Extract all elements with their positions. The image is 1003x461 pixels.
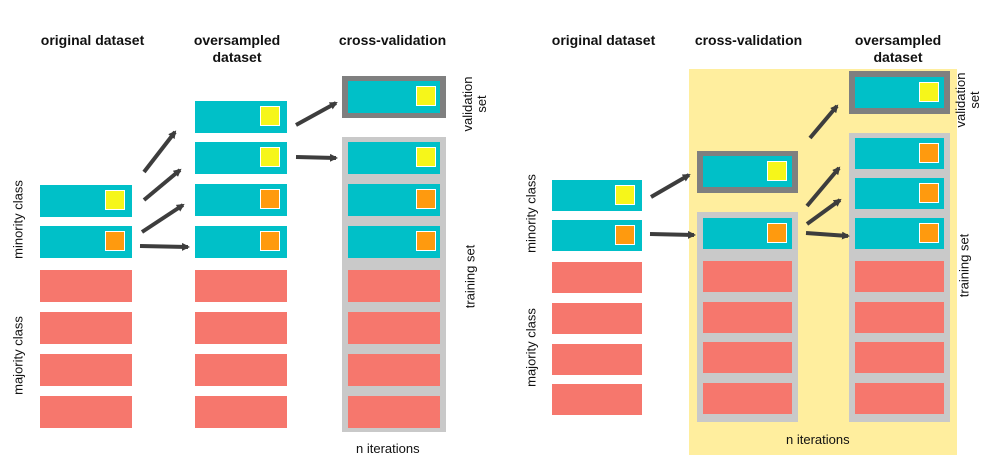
left-oversampled-minority-row-4	[195, 226, 287, 258]
orange-sample-marker	[767, 223, 787, 243]
right-original-minority-row-1	[552, 180, 642, 211]
left-training-majority-row-4	[348, 396, 440, 428]
right-original-majority-row-4	[552, 384, 642, 415]
arrow	[142, 130, 177, 174]
left-original-minority-row-2	[40, 226, 132, 258]
arrow	[805, 231, 850, 240]
right-training-fold-majority-row-3	[703, 342, 792, 373]
arrow	[295, 153, 338, 162]
yellow-sample-marker	[416, 86, 436, 106]
left-training-majority-row-1	[348, 270, 440, 302]
left-oversampled-majority-row-4	[195, 396, 287, 428]
left-original-majority-row-1	[40, 270, 132, 302]
right-validation-oversampled-row	[855, 77, 944, 108]
right-training-majority-row-1	[855, 261, 944, 292]
arrow	[649, 173, 691, 199]
left-oversampled-minority-row-2	[195, 142, 287, 174]
left-oversampled-majority-row-3	[195, 354, 287, 386]
yellow-sample-marker	[260, 147, 280, 167]
right-header-oversampled-dataset: oversampled dataset	[854, 32, 942, 65]
right-original-majority-row-3	[552, 344, 642, 375]
orange-sample-marker	[260, 189, 280, 209]
right-training-majority-row-3	[855, 342, 944, 373]
right-header-cross-validation: cross-validation	[694, 32, 803, 48]
yellow-sample-marker	[919, 82, 939, 102]
right-training-fold-majority-row-1	[703, 261, 792, 292]
arrow	[140, 203, 185, 234]
right-training-majority-row-2	[855, 302, 944, 333]
left-oversampled-minority-row-3	[195, 184, 287, 216]
right-training-fold-minority-row	[703, 218, 792, 249]
yellow-sample-marker	[767, 161, 787, 181]
left-training-majority-row-2	[348, 312, 440, 344]
arrow	[805, 198, 842, 226]
left-training-minority-row-2	[348, 184, 440, 216]
right-header-original-dataset: original dataset	[551, 32, 656, 48]
right-original-majority-row-2	[552, 303, 642, 334]
arrow	[808, 104, 839, 140]
right-n-iterations-label: n iterations	[786, 432, 850, 447]
orange-sample-marker	[105, 231, 125, 251]
left-validation-row	[348, 81, 440, 113]
orange-sample-marker	[416, 189, 436, 209]
left-oversampled-minority-row-1	[195, 101, 287, 133]
right-training-majority-row-4	[855, 383, 944, 414]
right-training-minority-row-2	[855, 178, 944, 209]
left-n-iterations-label: n iterations	[356, 441, 420, 456]
arrow	[139, 242, 190, 251]
arrow	[805, 166, 841, 208]
orange-sample-marker	[260, 231, 280, 251]
arrow	[649, 230, 696, 239]
right-training-minority-row-3	[855, 218, 944, 249]
yellow-sample-marker	[260, 106, 280, 126]
left-header-oversampled-dataset: oversampled dataset	[193, 32, 281, 65]
left-original-majority-row-2	[40, 312, 132, 344]
left-original-majority-row-4	[40, 396, 132, 428]
yellow-sample-marker	[615, 185, 635, 205]
left-training-minority-row-1	[348, 142, 440, 174]
right-original-majority-row-1	[552, 262, 642, 293]
left-header-cross-validation: cross-validation	[338, 32, 447, 48]
left-original-minority-row-1	[40, 185, 132, 217]
yellow-sample-marker	[416, 147, 436, 167]
arrow	[295, 101, 338, 127]
right-original-minority-row-2	[552, 220, 642, 251]
left-header-original-dataset: original dataset	[40, 32, 145, 48]
right-training-fold-majority-row-4	[703, 383, 792, 414]
yellow-sample-marker	[105, 190, 125, 210]
right-training-minority-row-1	[855, 138, 944, 169]
right-validation-row	[703, 156, 792, 187]
left-oversampled-majority-row-2	[195, 312, 287, 344]
left-training-majority-row-3	[348, 354, 440, 386]
orange-sample-marker	[919, 183, 939, 203]
left-original-majority-row-3	[40, 354, 132, 386]
orange-sample-marker	[919, 143, 939, 163]
orange-sample-marker	[919, 223, 939, 243]
orange-sample-marker	[615, 225, 635, 245]
orange-sample-marker	[416, 231, 436, 251]
arrow	[142, 168, 182, 202]
left-oversampled-majority-row-1	[195, 270, 287, 302]
left-training-minority-row-3	[348, 226, 440, 258]
right-training-fold-majority-row-2	[703, 302, 792, 333]
